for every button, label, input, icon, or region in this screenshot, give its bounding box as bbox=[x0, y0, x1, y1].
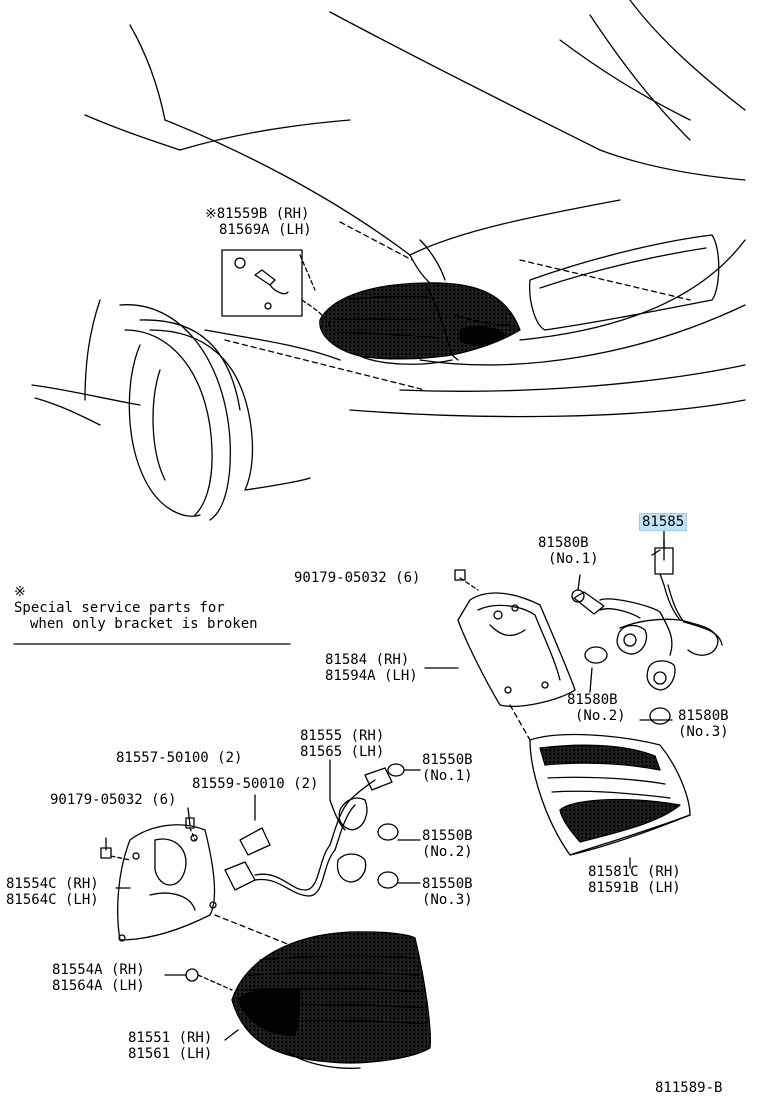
callout-inner-lens: 81581C (RH) 81591B (LH) bbox=[588, 864, 681, 896]
label-bracket-rh: 81554C (RH) bbox=[6, 876, 99, 892]
label-top-bracket-rh: ※81559B (RH) bbox=[205, 206, 310, 222]
tail-lamp-on-car bbox=[319, 282, 521, 365]
label-gasket-rh: 81554A (RH) bbox=[52, 962, 145, 978]
label-nut-upper: 81557-50100 (2) bbox=[116, 750, 243, 766]
harness-81585 bbox=[599, 539, 723, 656]
label-bulb3-no: (No.3) bbox=[422, 892, 473, 908]
label-bulb1-no: (No.1) bbox=[422, 768, 473, 784]
label-bulb2-code: 81550B bbox=[422, 828, 473, 844]
base-to-lens bbox=[509, 704, 531, 741]
label-inner-lens-rh: 81581C (RH) bbox=[588, 864, 681, 880]
callout-socket: 81555 (RH) 81565 (LH) bbox=[300, 728, 384, 760]
label-harness[interactable]: 81585 bbox=[638, 513, 688, 531]
car-body-outline bbox=[31, 0, 746, 521]
label-bulb-right-code: 81580B bbox=[678, 708, 729, 724]
note-mark: ※ bbox=[14, 584, 26, 600]
nut-upper-dash bbox=[189, 827, 196, 841]
screw-left bbox=[100, 847, 112, 859]
nut-lower bbox=[239, 827, 271, 856]
nut-upper-leader bbox=[187, 807, 191, 826]
special-bracket-box bbox=[221, 249, 331, 331]
inner-lens bbox=[529, 733, 691, 856]
label-socket-lh: 81565 (LH) bbox=[300, 744, 385, 760]
bulb2-leader bbox=[589, 667, 593, 693]
callout-outer-lamp: 81551 (RH) 81561 (LH) bbox=[128, 1030, 212, 1062]
label-top-bracket-lh: 81569A (LH) bbox=[219, 222, 312, 238]
figure-id: 811589-B bbox=[655, 1080, 723, 1096]
outer-lamp bbox=[224, 931, 431, 1069]
label-outer-lamp-rh: 81551 (RH) bbox=[128, 1030, 213, 1046]
screw-top bbox=[454, 569, 466, 581]
label-screw-left: 90179-05032 (6) bbox=[50, 792, 177, 808]
callout-bulb3: 81550B (No.3) bbox=[422, 876, 473, 908]
label-bulb1-code: 81550B bbox=[422, 752, 473, 768]
label-bulb2-no: (No.2) bbox=[422, 844, 473, 860]
label-bulb-mid-code: 81580B bbox=[567, 692, 618, 708]
gasket-dash bbox=[197, 974, 233, 991]
label-bulb-right-no: (No.3) bbox=[678, 724, 729, 740]
label-bulb3-code: 81550B bbox=[422, 876, 473, 892]
car-leaders bbox=[224, 221, 691, 391]
label-outer-lamp-lh: 81561 (LH) bbox=[128, 1046, 213, 1062]
label-nut-lower: 81559-50010 (2) bbox=[192, 776, 319, 792]
label-inner-lens-lh: 81591B (LH) bbox=[588, 880, 681, 896]
label-bulb-mid-no: (No.2) bbox=[575, 708, 626, 724]
label-inner-base-lh: 81594A (LH) bbox=[325, 668, 418, 684]
bracket-to-lamp bbox=[214, 914, 291, 946]
note-line2: when only bracket is broken bbox=[30, 616, 258, 632]
label-bulb-top-code: 81580B bbox=[538, 535, 589, 551]
callout-bulb-mid: 81580B (No.2) bbox=[567, 692, 626, 724]
callout-bulb2: 81550B (No.2) bbox=[422, 828, 473, 860]
label-screw-top: 90179-05032 (6) bbox=[294, 570, 421, 586]
note-block: ※ Special service parts for when only br… bbox=[14, 584, 258, 632]
callout-top-bracket: ※81559B (RH) 81569A (LH) bbox=[205, 206, 312, 238]
callout-bracket: 81554C (RH) 81564C (LH) bbox=[6, 876, 99, 908]
callout-bulb-top: 81580B (No.1) bbox=[538, 535, 599, 567]
gasket bbox=[185, 968, 199, 982]
label-socket-rh: 81555 (RH) bbox=[300, 728, 385, 744]
callout-bulb1: 81550B (No.1) bbox=[422, 752, 473, 784]
socket-harness-left bbox=[224, 763, 405, 897]
bulb1-leader bbox=[577, 574, 581, 591]
callout-gasket: 81554A (RH) 81564A (LH) bbox=[52, 962, 145, 994]
note-line1: Special service parts for bbox=[14, 600, 225, 616]
callout-inner-base: 81584 (RH) 81594A (LH) bbox=[325, 652, 418, 684]
callout-bulb-right: 81580B (No.3) bbox=[678, 708, 729, 740]
inner-base-plate bbox=[457, 592, 576, 707]
label-bracket-lh: 81564C (LH) bbox=[6, 892, 99, 908]
label-gasket-lh: 81564A (LH) bbox=[52, 978, 145, 994]
bracket-81554 bbox=[117, 824, 217, 942]
screw-left-dash bbox=[110, 855, 131, 861]
label-inner-base-rh: 81584 (RH) bbox=[325, 652, 410, 668]
label-bulb-top-no: (No.1) bbox=[548, 551, 599, 567]
